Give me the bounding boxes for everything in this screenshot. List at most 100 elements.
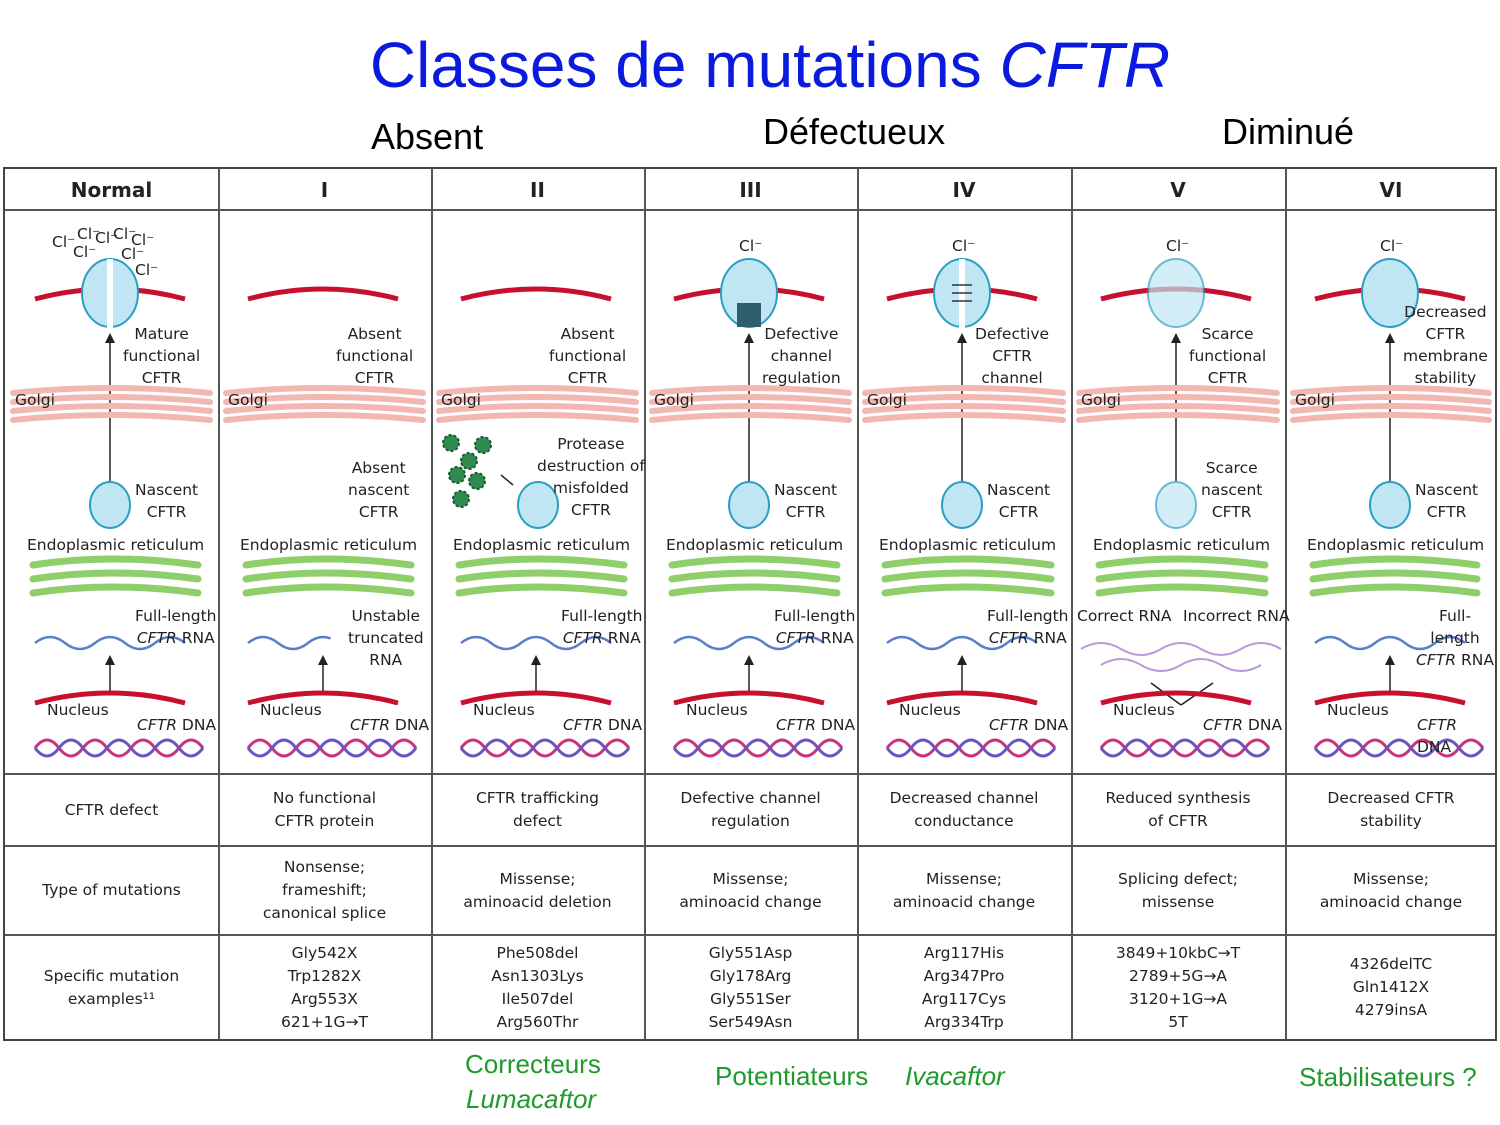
nascent-cftr-icon bbox=[517, 481, 559, 529]
incorrect-rna-label: Incorrect RNA bbox=[1183, 607, 1290, 625]
protein-label: Decreased CFTR membrane stability bbox=[1403, 303, 1488, 387]
er-cisterna bbox=[881, 583, 1055, 597]
er-cisterna bbox=[455, 583, 628, 597]
cell-diagram-3 bbox=[649, 258, 852, 758]
chloride-ion-label: Cl⁻ bbox=[1380, 237, 1404, 255]
column-header-class-2: II bbox=[530, 178, 545, 202]
golgi-cisterna bbox=[862, 385, 1066, 396]
er-cisterna bbox=[1309, 569, 1481, 583]
golgi-cisterna bbox=[1076, 394, 1280, 405]
nucleus-membrane bbox=[673, 690, 825, 706]
cftr-defect-cell: No functional CFTR protein bbox=[272, 789, 377, 830]
drug-class-correcteurs: Correcteurs bbox=[465, 1049, 601, 1079]
nucleus-label: Nucleus bbox=[1113, 701, 1175, 719]
protein-label: Mature functional CFTR bbox=[123, 325, 201, 387]
column-header-class-6: VI bbox=[1379, 178, 1403, 202]
category-diminue: Diminué bbox=[1222, 111, 1355, 152]
golgi-label: Golgi bbox=[654, 391, 694, 409]
er-label: Endoplasmic reticulum bbox=[240, 536, 418, 554]
mutation-type-cell: Missense; aminoacid change bbox=[1319, 869, 1463, 911]
cell-diagram-1 bbox=[223, 286, 426, 758]
dna-strand-icon bbox=[672, 738, 844, 758]
protein-label: Defective channel regulation bbox=[762, 325, 841, 387]
mutation-examples-cell: Arg117His Arg347Pro Arg117Cys Arg334Trp bbox=[921, 943, 1007, 1031]
golgi-cisterna bbox=[436, 385, 639, 396]
nascent-cftr-icon bbox=[941, 481, 983, 529]
cftr-dna-label: CFTR DNA bbox=[776, 716, 856, 734]
protein-label: Absent functional CFTR bbox=[549, 325, 627, 387]
mutation-type-cell: Missense; aminoacid change bbox=[892, 869, 1036, 911]
er-cisterna bbox=[242, 583, 415, 597]
protease-icon bbox=[448, 466, 466, 484]
nascent-cftr-icon bbox=[89, 481, 131, 529]
cell-diagram-4 bbox=[862, 258, 1066, 758]
drug-ivacaftor: Ivacaftor bbox=[905, 1061, 1005, 1091]
chloride-ion-label: Cl⁻ bbox=[77, 225, 101, 243]
er-label: Endoplasmic reticulum bbox=[879, 536, 1057, 554]
golgi-label: Golgi bbox=[1295, 391, 1335, 409]
cftr-defect-cell: CFTR trafficking defect bbox=[475, 789, 600, 830]
drug-class-stabilisateurs: Stabilisateurs ? bbox=[1299, 1062, 1477, 1092]
nascent-label: Nascent CFTR bbox=[987, 481, 1051, 521]
correct-rna-label: Correct RNA bbox=[1077, 607, 1172, 625]
arrow-head-icon bbox=[744, 655, 754, 665]
dna-strand-icon bbox=[1313, 738, 1485, 758]
golgi-cisterna bbox=[436, 412, 639, 423]
cell-diagram-6 bbox=[1290, 258, 1492, 758]
chloride-ion-label: Cl⁻ bbox=[1166, 237, 1190, 255]
er-cisterna bbox=[29, 569, 202, 583]
er-cisterna bbox=[668, 555, 841, 569]
chloride-ion-label: Cl⁻ bbox=[131, 231, 155, 249]
rna-label: Full-length CFTR RNA bbox=[987, 607, 1069, 647]
nascent-label: Nascent CFTR bbox=[774, 481, 838, 521]
column-divider bbox=[1285, 169, 1287, 1039]
column-header-class-1: I bbox=[320, 178, 329, 202]
protease-icon bbox=[452, 490, 470, 508]
golgi-cisterna bbox=[10, 385, 213, 396]
nucleus-label: Nucleus bbox=[473, 701, 535, 719]
chloride-ion-label: Cl⁻ bbox=[52, 233, 76, 251]
cell-diagram-0 bbox=[10, 258, 213, 758]
golgi-cisterna bbox=[649, 394, 852, 405]
cftr-channel-icon bbox=[1147, 258, 1205, 328]
mutation-examples-cell: 3849+10kbC→T 2789+5G→A 3120+1G→A 5T bbox=[1115, 943, 1241, 1031]
cell-graphics bbox=[10, 258, 213, 758]
golgi-label: Golgi bbox=[441, 391, 481, 409]
category-defectueux: Défectueux bbox=[763, 111, 946, 152]
protease-icon bbox=[474, 436, 492, 454]
golgi-cisterna bbox=[223, 412, 426, 423]
er-cisterna bbox=[29, 583, 202, 597]
er-cisterna bbox=[242, 569, 415, 583]
er-label: Endoplasmic reticulum bbox=[666, 536, 844, 554]
chloride-ion-label: Cl⁻ bbox=[952, 237, 976, 255]
column-divider bbox=[431, 169, 433, 1039]
er-label: Endoplasmic reticulum bbox=[1093, 536, 1271, 554]
gate-block-icon bbox=[737, 303, 761, 327]
cftr-rna-icon bbox=[34, 635, 186, 651]
nucleus-membrane bbox=[247, 690, 399, 706]
mutation-type-cell: Nonsense; frameshift; canonical splice bbox=[262, 858, 387, 922]
nascent-label: Scarce nascent CFTR bbox=[1201, 459, 1263, 521]
chloride-ion-label: Cl⁻ bbox=[113, 225, 137, 243]
dna-strand-icon bbox=[1099, 738, 1271, 758]
nascent-label: Nascent CFTR bbox=[1415, 481, 1479, 521]
golgi-cisterna bbox=[1290, 385, 1492, 396]
column-header-class-3: III bbox=[739, 178, 762, 202]
cell-graphics bbox=[1076, 258, 1282, 758]
er-cisterna bbox=[455, 569, 628, 583]
golgi-cisterna bbox=[436, 403, 639, 414]
golgi-cisterna bbox=[1076, 385, 1280, 396]
protease-icon bbox=[468, 472, 486, 490]
row-divider bbox=[5, 209, 1495, 211]
er-cisterna bbox=[881, 555, 1055, 569]
er-cisterna bbox=[1095, 555, 1269, 569]
dna-strand-icon bbox=[33, 738, 205, 758]
nucleus-membrane bbox=[460, 690, 612, 706]
drug-class-potentiateurs: Potentiateurs bbox=[715, 1061, 869, 1091]
golgi-label: Golgi bbox=[15, 391, 55, 409]
row-header-type-of-mutations: Type of mutations bbox=[42, 881, 181, 899]
dna-strand-icon bbox=[1099, 738, 1271, 758]
column-divider bbox=[857, 169, 859, 1039]
golgi-label: Golgi bbox=[867, 391, 907, 409]
mutation-examples-cell: Gly551Asp Gly178Arg Gly551Ser Ser549Asn bbox=[708, 943, 793, 1031]
